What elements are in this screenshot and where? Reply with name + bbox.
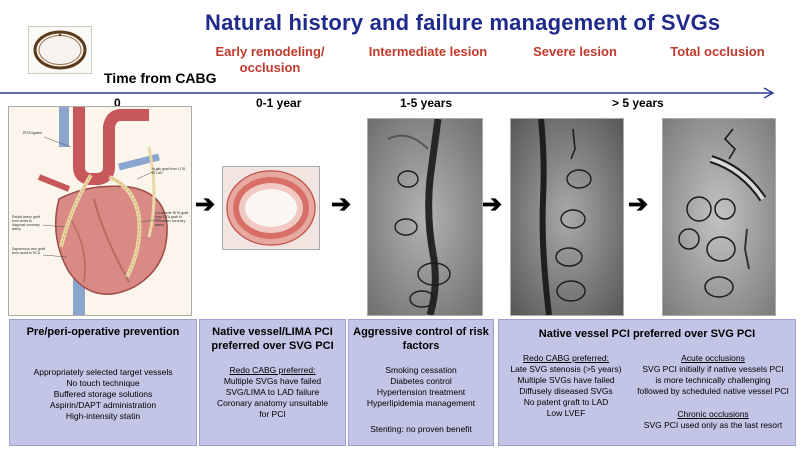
native-line: Multiple SVGs have failed <box>223 376 322 386</box>
risk-footer: Stenting: no proven benefit <box>370 424 472 434</box>
preop-line: Appropriately selected target vessels <box>33 367 173 377</box>
label-composite-rita-graft: Composite RITA graft from LITA graft to … <box>155 211 189 227</box>
native-subtitle: Redo CABG preferred: <box>229 365 316 375</box>
angiogram-severe-lesion <box>510 118 624 316</box>
acute-line: SVG PCI initially if native vessels PCI <box>642 364 784 374</box>
box-risk-factors: Aggressive control of risk factors Smoki… <box>348 319 494 446</box>
spacer <box>632 397 794 409</box>
histology-section-image <box>222 166 320 250</box>
cabg-heart-illustration: RITA ligated In situ graft from LITA to … <box>8 106 192 316</box>
box-preop-prevention: Pre/peri-operative prevention Appropriat… <box>9 319 197 446</box>
native-pci-left-column: Redo CABG preferred: Late SVG stenosis (… <box>502 353 630 419</box>
acute-occlusions-subtitle: Acute occlusions <box>681 353 745 363</box>
chronic-line: SVG PCI used only as the last resort <box>643 420 783 430</box>
stage-early-remodeling: Early remodeling/ occlusion <box>215 44 325 75</box>
timeline-tick-gt5: > 5 years <box>612 96 664 110</box>
native-pci-left-line: Low LVEF <box>546 408 586 418</box>
stage-total-occlusion: Total occlusion <box>670 44 765 59</box>
risk-line: Hyperlipidemia management <box>366 398 476 408</box>
angiogram-intermediate-lesion <box>367 118 483 316</box>
native-pci-left-line: Multiple SVGs have failed <box>517 375 615 385</box>
box-native-body: Redo CABG preferred: Multiple SVGs have … <box>199 365 346 420</box>
box-risk-body: Smoking cessation Diabetes control Hyper… <box>348 365 494 409</box>
box-native-pci-title: Native vessel PCI preferred over SVG PCI <box>538 328 756 340</box>
risk-line: Smoking cessation <box>385 365 457 375</box>
timeline-label: Time from CABG <box>104 70 217 86</box>
progression-arrow-2: ➔ <box>331 191 352 218</box>
native-pci-left-line: No patent graft to LAD <box>523 397 609 407</box>
native-pci-left-line: Late SVG stenosis (>5 years) <box>510 364 622 374</box>
preop-line: High-intensity statin <box>65 411 141 421</box>
box-native-lima-pci: Native vessel/LIMA PCI preferred over SV… <box>199 319 346 446</box>
timeline-tick-1-5: 1-5 years <box>400 96 453 110</box>
box-preop-body: Appropriately selected target vessels No… <box>9 367 197 422</box>
angiogram-total-occlusion <box>662 118 776 316</box>
preop-line: Buffered storage solutions <box>53 389 153 399</box>
native-line: SVG/LIMA to LAD failure <box>225 387 320 397</box>
timeline-arrow <box>0 87 775 99</box>
page-title: Natural history and failure management o… <box>205 10 721 35</box>
label-saphenous-vein-graft: Saphenous vein graft from aorta to RCA <box>12 247 46 255</box>
native-line: Coronary anatomy unsuitable <box>216 398 329 408</box>
preop-line: No touch technique <box>66 378 140 388</box>
native-pci-left-subtitle: Redo CABG preferred: <box>523 353 609 363</box>
box-native-title: Native vessel/LIMA PCI preferred over SV… <box>211 326 334 352</box>
label-rita-ligated: RITA ligated <box>23 131 42 135</box>
native-line: for PCI <box>259 409 286 419</box>
chronic-occlusions-subtitle: Chronic occlusions <box>677 409 749 419</box>
progression-arrow-1: ➔ <box>195 191 216 218</box>
native-pci-right-column: Acute occlusions SVG PCI initially if na… <box>632 353 794 431</box>
progression-arrow-4: ➔ <box>628 191 649 218</box>
acute-line: followed by scheduled native vessel PCI <box>637 386 789 396</box>
acute-line: is more technically challenging <box>655 375 771 385</box>
timeline-tick-0-1: 0-1 year <box>256 96 302 110</box>
label-in-situ-graft: In situ graft from LITA to LAD <box>152 167 186 175</box>
vessel-cross-section-thumbnail <box>28 26 92 74</box>
timeline-tick-0: 0 <box>114 96 121 110</box>
box-preop-title: Pre/peri-operative prevention <box>26 326 180 338</box>
box-native-vessel-pci: Native vessel PCI preferred over SVG PCI… <box>498 319 796 446</box>
box-risk-title: Aggressive control of risk factors <box>353 326 489 352</box>
stage-severe-lesion: Severe lesion <box>533 44 617 59</box>
preop-line: Aspirin/DAPT administration <box>49 400 157 410</box>
native-pci-left-line: Diffusely diseased SVGs <box>519 386 613 396</box>
label-radial-artery-graft: Radial artery graft from aorta to diagon… <box>12 215 40 231</box>
risk-line: Hypertension treatment <box>376 387 466 397</box>
stage-intermediate-lesion: Intermediate lesion <box>368 44 488 59</box>
progression-arrow-3: ➔ <box>482 191 503 218</box>
risk-line: Diabetes control <box>390 376 452 386</box>
